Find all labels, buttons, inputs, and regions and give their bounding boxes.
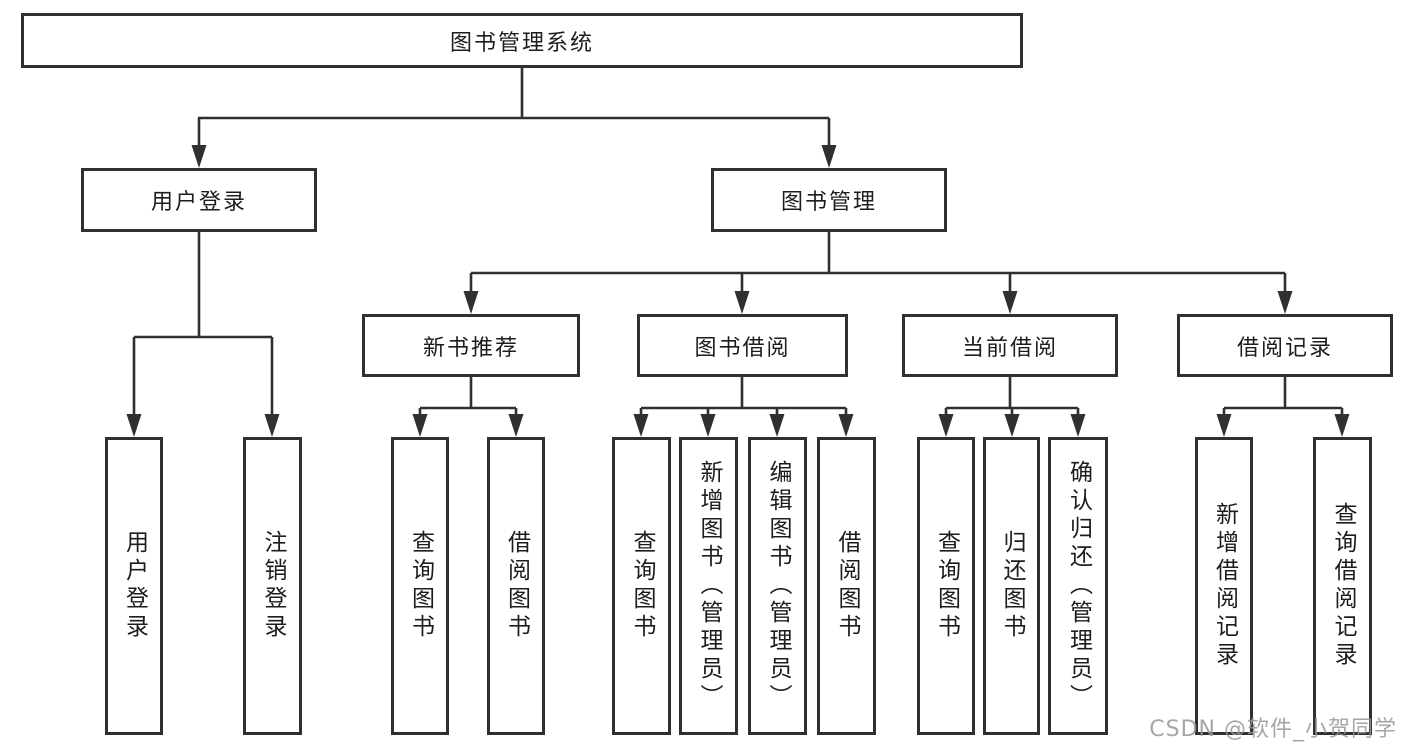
leaf-add-book-admin: 新增图书（管理员） — [679, 437, 738, 735]
leaf-query-books-borrow: 查询图书 — [612, 437, 671, 735]
leaf-add-borrow-record: 新增借阅记录 — [1195, 437, 1253, 735]
connector-newbook-to-leaves — [418, 377, 518, 416]
leaf-logout: 注销登录 — [243, 437, 302, 735]
node-user-login: 用户登录 — [81, 168, 317, 232]
arrowheads — [126, 145, 1350, 437]
node-label: 当前借阅 — [961, 335, 1058, 361]
node-label: 新增借阅记录 — [1211, 502, 1238, 670]
leaf-query-borrow-record: 查询借阅记录 — [1313, 437, 1372, 735]
node-label: 编辑图书（管理员） — [765, 460, 791, 712]
node-book-borrow: 图书借阅 — [637, 314, 848, 377]
connector-records-to-leaves — [1222, 377, 1344, 416]
node-label: 借阅图书 — [503, 530, 530, 642]
leaf-return-books: 归还图书 — [983, 437, 1040, 735]
node-current-borrow: 当前借阅 — [902, 314, 1118, 377]
leaf-confirm-return-admin: 确认归还（管理员） — [1048, 437, 1108, 735]
connector-bookmgmt-to-level3 — [469, 232, 1287, 293]
node-label: 新增图书（管理员） — [696, 460, 722, 712]
node-borrow-records: 借阅记录 — [1177, 314, 1393, 377]
node-book-management: 图书管理 — [711, 168, 947, 232]
node-label: 借阅记录 — [1236, 335, 1333, 361]
leaf-query-books-current: 查询图书 — [917, 437, 975, 735]
node-label: 查询图书 — [629, 530, 655, 642]
connector-root-to-level2 — [197, 68, 831, 147]
node-label: 查询借阅记录 — [1330, 502, 1356, 670]
connector-bookborrow-to-leaves — [639, 377, 848, 416]
node-label: 借阅图书 — [834, 530, 860, 642]
leaf-user-login: 用户登录 — [105, 437, 163, 735]
node-label: 查询图书 — [407, 530, 434, 642]
node-label: 用户登录 — [150, 190, 247, 215]
node-label: 图书管理 — [780, 190, 877, 215]
node-label: 图书管理系统 — [449, 30, 594, 56]
node-label: 注销登录 — [260, 530, 286, 642]
connector-currentborrow-to-leaves — [944, 377, 1080, 416]
connector-userlogin-to-leaves — [132, 232, 274, 416]
node-label: 新书推荐 — [422, 335, 519, 361]
leaf-borrow-books-recommend: 借阅图书 — [487, 437, 545, 735]
node-label: 图书借阅 — [694, 335, 791, 361]
leaf-query-books-recommend: 查询图书 — [391, 437, 449, 735]
node-label: 确认归还（管理员） — [1065, 460, 1092, 712]
node-label: 归还图书 — [999, 530, 1025, 642]
leaf-edit-book-admin: 编辑图书（管理员） — [748, 437, 807, 735]
node-label: 用户登录 — [121, 530, 148, 642]
node-system-root: 图书管理系统 — [21, 13, 1023, 68]
leaf-borrow-books: 借阅图书 — [817, 437, 876, 735]
node-label: 查询图书 — [933, 530, 960, 642]
node-new-book-recommend: 新书推荐 — [362, 314, 580, 377]
